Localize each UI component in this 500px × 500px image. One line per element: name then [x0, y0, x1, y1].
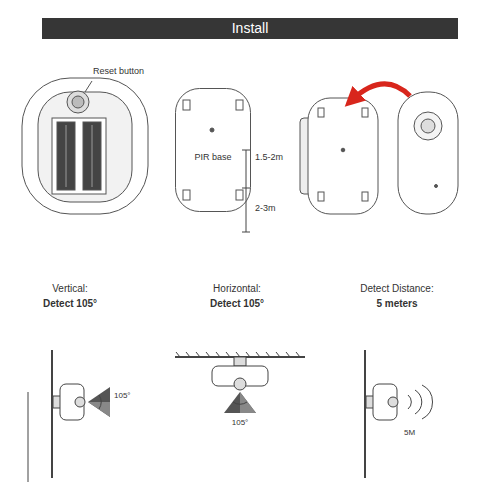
- detection-cone: [224, 392, 256, 413]
- spec-value: Detect 105°: [210, 298, 264, 310]
- sensor-body: [373, 384, 397, 420]
- height-dimension: [242, 150, 250, 232]
- signal-wave: [415, 390, 422, 414]
- wall: [51, 350, 53, 478]
- battery-compartment: [52, 118, 106, 194]
- slot: [318, 108, 324, 117]
- base-slots: [183, 100, 243, 200]
- slot: [236, 100, 243, 110]
- mount-arrow: [352, 84, 410, 100]
- battery: [57, 122, 75, 190]
- angle-label: 105°: [114, 391, 131, 400]
- dimension: 2-3m: [255, 203, 276, 213]
- wall: [364, 350, 366, 478]
- dimension-line: [246, 150, 247, 232]
- signal-wave: [422, 385, 433, 419]
- slot: [362, 108, 368, 117]
- section-heading: Vertical:: [52, 283, 88, 295]
- section-heading: Horizontal:: [213, 283, 261, 295]
- dimension-tick: [242, 232, 250, 233]
- device-housing: [22, 78, 148, 214]
- reset-button-symbol: [67, 91, 89, 113]
- angle-arc: [233, 402, 247, 404]
- distance-label: 5M: [404, 428, 415, 437]
- sensor-lens-core: [421, 119, 435, 133]
- base-outline: [176, 89, 251, 212]
- slot: [318, 192, 324, 201]
- battery-stripe: [92, 125, 93, 187]
- base-plate: [308, 98, 378, 214]
- sensor-lens: [234, 378, 246, 390]
- battery-stripe: [66, 125, 67, 187]
- angle-label: 105°: [232, 418, 249, 427]
- title-text: Install: [42, 18, 458, 39]
- detection-cone-shade: [88, 402, 110, 417]
- mounting-illustration: [300, 84, 458, 214]
- center-dot: [210, 128, 214, 132]
- slot: [183, 190, 190, 200]
- dimension: 1.5-2m: [255, 152, 283, 162]
- node-outline: [175, 88, 251, 212]
- center-dot: [341, 148, 345, 152]
- slot: [236, 190, 243, 200]
- pir-base-plate: PIR base: [175, 88, 251, 212]
- horizontal-illustration: [175, 352, 305, 413]
- leader-line: [85, 81, 92, 92]
- detection-cone: [88, 387, 110, 417]
- vertical-illustration: [28, 350, 110, 482]
- indicator-dot: [435, 185, 438, 188]
- reset-button-core: [72, 96, 84, 108]
- part-name: Reset button: [93, 66, 144, 76]
- edge-line: [28, 392, 29, 482]
- spec-value: Detect 105°: [43, 298, 97, 310]
- sensor-lens: [388, 397, 398, 407]
- sensor-device: [398, 92, 458, 214]
- sensor-lens: [75, 397, 85, 407]
- title-bar: Install: [42, 18, 458, 39]
- slot: [183, 100, 190, 110]
- spec-value: 5 meters: [376, 298, 417, 310]
- bracket: [234, 357, 246, 366]
- device-back: [22, 78, 148, 214]
- sensor-body: [60, 384, 84, 420]
- dimension-tick: [242, 150, 250, 151]
- sensor-lens: [414, 112, 442, 140]
- slot: [362, 192, 368, 201]
- angle-arc: [99, 395, 101, 409]
- ceiling-hatch: [176, 352, 300, 357]
- signal-wave: [408, 395, 411, 409]
- node-label: PIR base: [175, 152, 251, 162]
- section-heading: Detect Distance:: [360, 283, 433, 295]
- inner-cover: [38, 92, 132, 202]
- battery: [83, 122, 101, 190]
- distance-illustration: [365, 350, 433, 478]
- dimension-tick: [242, 188, 250, 189]
- detection-cone-shade: [240, 392, 256, 413]
